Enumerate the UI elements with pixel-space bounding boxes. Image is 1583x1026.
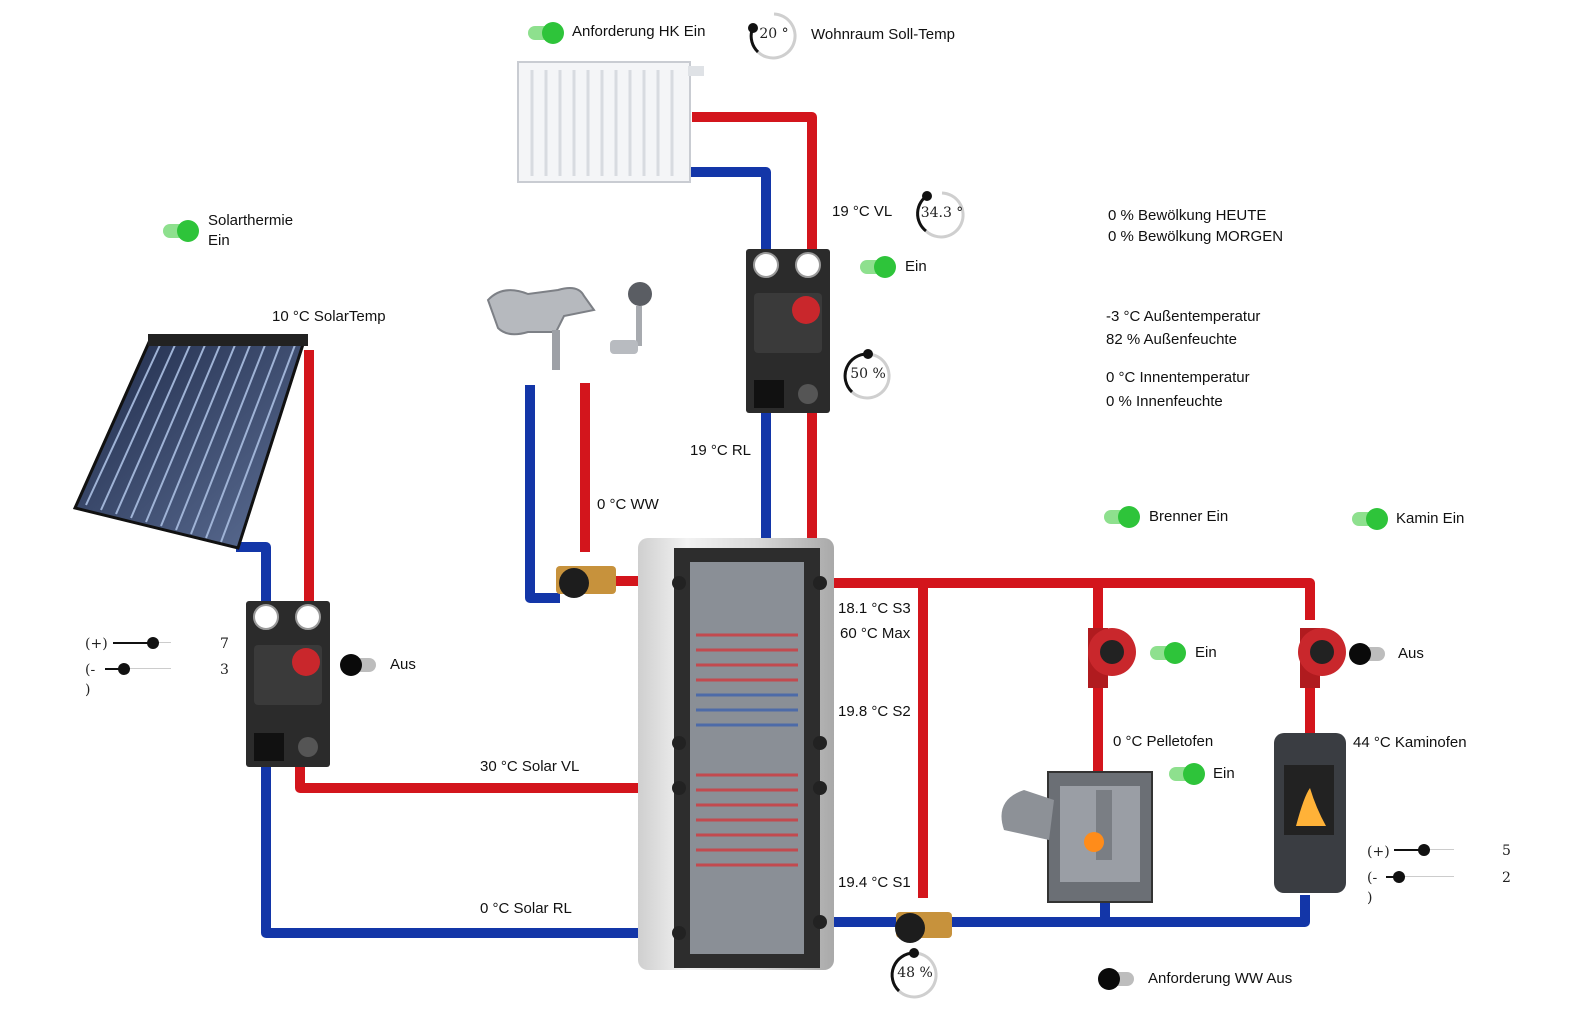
toggle-knob: [1349, 643, 1371, 665]
fireplace-minus-label-2: ): [1367, 890, 1373, 906]
toggle-knob: [1183, 763, 1205, 785]
toggle-knob: [1098, 968, 1120, 990]
return-mixer-value: 48 %: [897, 965, 933, 981]
toggle-knob: [1366, 508, 1388, 530]
outdoor-humidity-label: 82 % Außenfeuchte: [1106, 331, 1237, 348]
mixer-position-dial[interactable]: 50 %: [840, 348, 896, 404]
solar-return-label: 0 °C Solar RL: [480, 900, 572, 917]
s3-label: 18.1 °C S3: [838, 600, 911, 617]
solar-temp-label: 10 °C SolarTemp: [272, 308, 386, 325]
fireplace-minus-value: 2: [1502, 870, 1511, 886]
room-setpoint-value: 20 °: [759, 26, 789, 42]
solar-minus-label-2: ): [85, 682, 91, 698]
solar-pump-label: Aus: [390, 656, 416, 673]
solar-minus-slider[interactable]: [105, 662, 171, 676]
fireplace-minus-label-1: (-: [1367, 870, 1378, 886]
pellet-boiler-icon: [1001, 771, 1153, 903]
slider-thumb[interactable]: [147, 637, 159, 649]
cloud-today-label: 0 % Bewölkung HEUTE: [1108, 207, 1267, 224]
hk-request-toggle[interactable]: [528, 22, 564, 44]
fireplace-toggle[interactable]: [1352, 508, 1388, 530]
heating-pump-label: Ein: [905, 258, 927, 275]
fireplace-toggle-label: Kamin Ein: [1396, 510, 1465, 527]
pellet-temp-label: 0 °C Pelletofen: [1113, 733, 1214, 750]
burner-toggle-label: Brenner Ein: [1149, 508, 1229, 525]
stove-temp-label: 44 °C Kaminofen: [1353, 734, 1467, 751]
room-setpoint-label: Wohnraum Soll-Temp: [811, 26, 955, 43]
slider-thumb[interactable]: [118, 663, 130, 675]
solar-toggle-label-1: Solarthermie: [208, 212, 294, 229]
fireplace-plus-value: 5: [1502, 843, 1511, 859]
fireplace-pump-toggle[interactable]: [1349, 643, 1385, 665]
radiator-icon: [517, 61, 704, 183]
slider-thumb[interactable]: [1418, 844, 1430, 856]
circulation-pump-icon: [1088, 628, 1136, 688]
return-mixer-dial[interactable]: 48 %: [887, 947, 943, 1003]
burner-pump-label: Ein: [1195, 644, 1217, 661]
ww-request-label: Anforderung WW Aus: [1148, 970, 1293, 987]
max-label: 60 °C Max: [840, 625, 911, 642]
wood-stove-icon: [1274, 733, 1346, 893]
toggle-knob: [874, 256, 896, 278]
solar-flow-label: 30 °C Solar VL: [480, 758, 580, 775]
toggle-knob: [1118, 506, 1140, 528]
solar-pump-toggle[interactable]: [340, 654, 376, 676]
indoor-temp-label: 0 °C Innentemperatur: [1106, 369, 1250, 386]
solar-collector-icon: [72, 334, 308, 550]
fireplace-plus-label: (+): [1367, 844, 1390, 860]
fireplace-minus-slider[interactable]: [1386, 870, 1454, 884]
cold-pipes: [236, 167, 1310, 938]
flow-setpoint-value: 34.3 °: [920, 205, 964, 221]
heating-pump-toggle[interactable]: [860, 256, 896, 278]
flow-temp-label: 19 °C VL: [832, 203, 893, 220]
solar-plus-value: 7: [220, 636, 229, 652]
solar-plus-slider[interactable]: [113, 636, 171, 650]
burner-toggle[interactable]: [1104, 506, 1140, 528]
toggle-knob: [340, 654, 362, 676]
mixer-position-value: 50 %: [850, 366, 886, 382]
three-way-valve-icon: [556, 566, 616, 598]
hk-request-label: Anforderung HK Ein: [572, 23, 706, 40]
fireplace-pump-label: Aus: [1398, 645, 1424, 662]
pellet-toggle[interactable]: [1169, 763, 1205, 785]
pump-station-icon: [746, 249, 830, 413]
flow-setpoint-dial[interactable]: 34.3 °: [914, 187, 970, 243]
burner-pump-toggle[interactable]: [1150, 642, 1186, 664]
return-temp-label: 19 °C RL: [690, 442, 752, 459]
cloud-tomorrow-label: 0 % Bewölkung MORGEN: [1108, 228, 1284, 245]
shower-icon: [486, 282, 652, 370]
pellet-toggle-label: Ein: [1213, 765, 1235, 782]
toggle-knob: [1164, 642, 1186, 664]
solar-minus-value: 3: [220, 662, 229, 678]
solar-toggle[interactable]: [163, 220, 199, 242]
solar-minus-label-1: (-: [85, 662, 96, 678]
solar-toggle-label-2: Ein: [208, 232, 230, 249]
hot-water-temp-label: 0 °C WW: [597, 496, 659, 513]
fireplace-plus-slider[interactable]: [1394, 843, 1454, 857]
three-way-valve-icon: [895, 912, 952, 943]
toggle-knob: [542, 22, 564, 44]
s2-label: 19.8 °C S2: [838, 703, 911, 720]
solar-plus-label: (+): [85, 636, 108, 652]
outdoor-temp-label: -3 °C Außentemperatur: [1106, 308, 1261, 325]
pump-station-icon: [246, 601, 330, 767]
ww-request-toggle[interactable]: [1098, 968, 1134, 990]
hot-pipes: [295, 112, 1315, 898]
buffer-tank-icon: [638, 538, 834, 970]
s1-label: 19.4 °C S1: [838, 874, 911, 891]
room-setpoint-dial[interactable]: 20 °: [746, 8, 802, 64]
circulation-pump-icon: [1298, 628, 1346, 688]
indoor-humidity-label: 0 % Innenfeuchte: [1106, 393, 1223, 410]
slider-thumb[interactable]: [1393, 871, 1405, 883]
toggle-knob: [177, 220, 199, 242]
